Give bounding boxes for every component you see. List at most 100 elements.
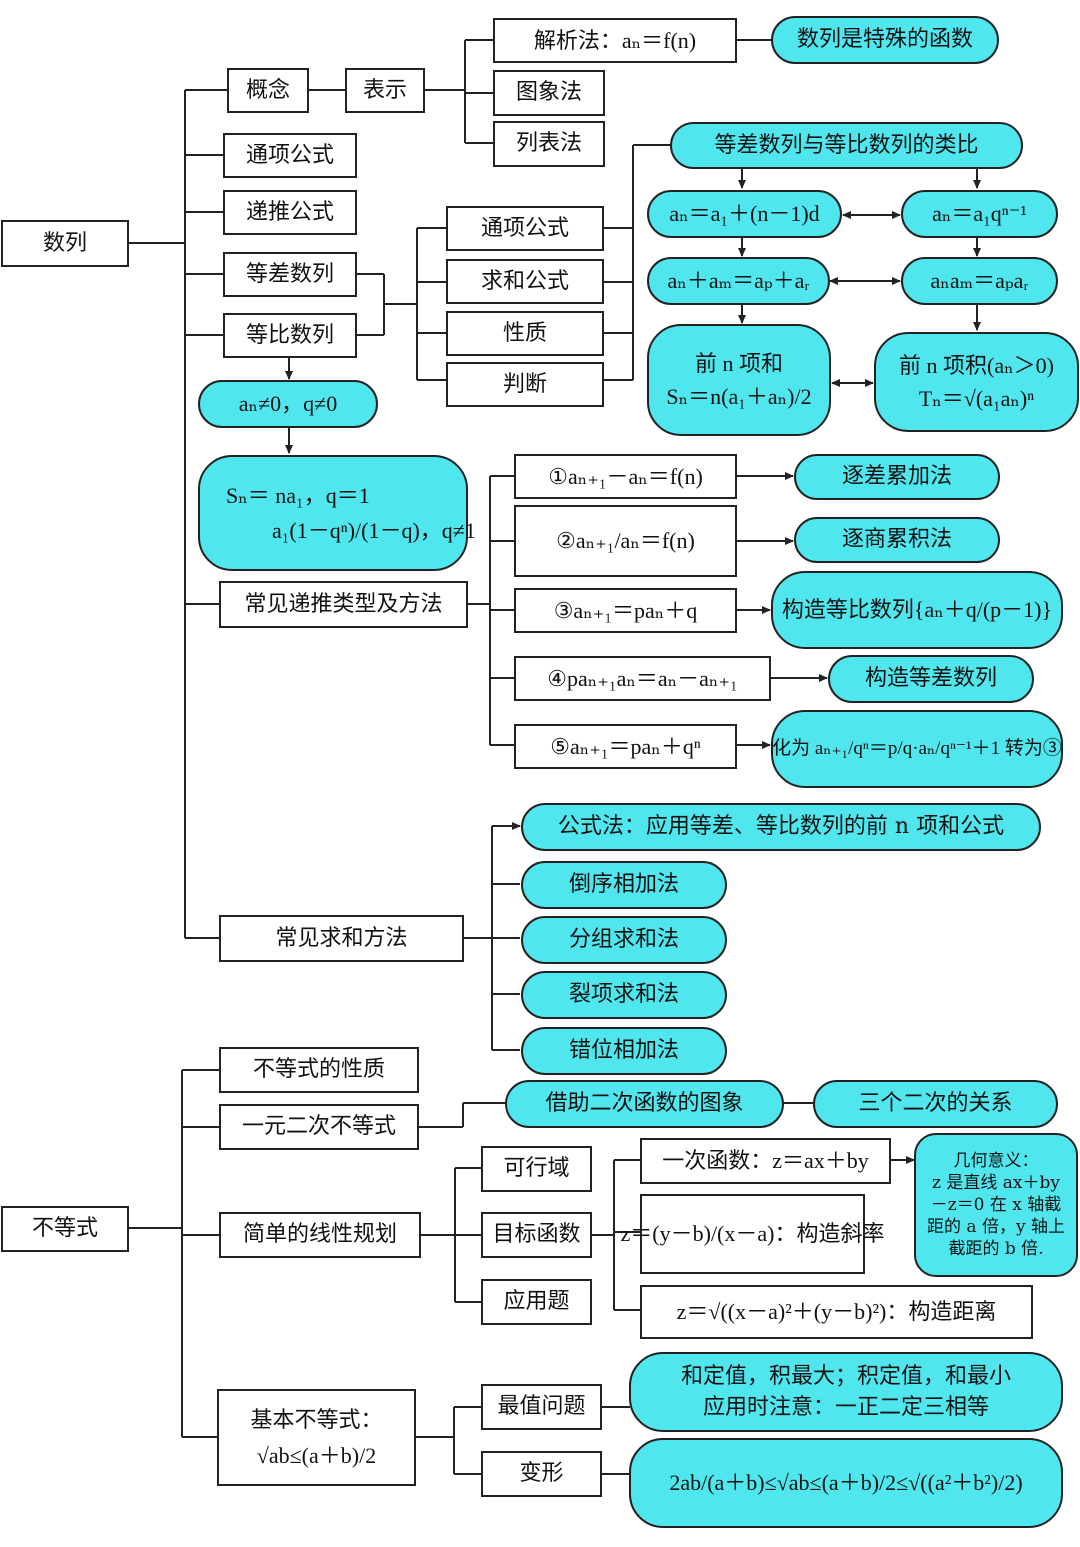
sum-method-shift: 错位相加法 bbox=[521, 1027, 727, 1075]
feasible-region-label: 可行域 bbox=[503, 1156, 570, 1182]
geometric-sequence-node: 等比数列 bbox=[223, 313, 357, 358]
analytic-method-label: 解析法：aₙ＝f(n) bbox=[533, 27, 697, 53]
quadratic-ineq-label: 一元二次不等式 bbox=[241, 1114, 396, 1140]
graph-method-label: 图象法 bbox=[515, 80, 582, 106]
geometric-meaning-body: z 是直线 ax＋by －z＝0 在 x 轴截距的 a 倍，y 轴上截距的 b … bbox=[927, 1172, 1065, 1260]
mid-property-label: 性质 bbox=[502, 320, 547, 346]
representation-node: 表示 bbox=[345, 68, 425, 113]
objective-function-label: 目标函数 bbox=[492, 1222, 581, 1248]
sum-method-reverse-label: 倒序相加法 bbox=[568, 872, 679, 898]
objective-function-node: 目标函数 bbox=[481, 1212, 592, 1258]
general-term-node: 通项公式 bbox=[223, 133, 357, 178]
geo-product-title: 前 n 项积(aₙ＞0) bbox=[899, 352, 1054, 378]
recur-method-5-label: 化为 aₙ₊₁/qⁿ＝p/q·aₙ/qⁿ⁻¹＋1 转为③ bbox=[772, 738, 1062, 760]
sum-method-group: 分组求和法 bbox=[521, 916, 727, 964]
mid-general-term-label: 通项公式 bbox=[480, 215, 569, 241]
recur-method-4: 构造等差数列 bbox=[828, 655, 1034, 703]
inequality-root: 不等式 bbox=[1, 1206, 129, 1252]
extreme-note-1: 和定值，积最大；积定值，和最小 bbox=[680, 1363, 1011, 1389]
extreme-value-node: 最值问题 bbox=[481, 1384, 602, 1430]
geometric-meaning-title: 几何意义： bbox=[953, 1150, 1039, 1171]
recur-type-2-label: ②aₙ₊₁/aₙ＝f(n) bbox=[556, 528, 695, 554]
mid-general-term-node: 通项公式 bbox=[446, 206, 604, 251]
sum-method-formula: 公式法：应用等差、等比数列的前 n 项和公式 bbox=[521, 803, 1041, 851]
mid-judge-label: 判断 bbox=[502, 371, 547, 397]
arith-sum-formula: Sₙ＝n(a₁＋aₙ)/2 bbox=[666, 384, 812, 409]
application-label: 应用题 bbox=[503, 1289, 570, 1315]
analogy-title-label: 等差数列与等比数列的类比 bbox=[714, 132, 979, 158]
recursive-formula-node: 递推公式 bbox=[223, 190, 357, 235]
ineq-properties-label: 不等式的性质 bbox=[252, 1057, 385, 1083]
basic-inequality-title: 基本不等式： bbox=[250, 1407, 383, 1433]
recur-method-1: 逐差累加法 bbox=[794, 454, 1000, 500]
basic-inequality-node: 基本不等式： √ab≤(a＋b)/2 bbox=[217, 1389, 416, 1486]
special-function-node: 数列是特殊的函数 bbox=[771, 16, 999, 64]
summation-methods-label: 常见求和方法 bbox=[275, 925, 408, 951]
quad-graph-label: 借助二次函数的图象 bbox=[545, 1091, 744, 1117]
graph-method-node: 图象法 bbox=[493, 70, 605, 116]
geo-condition-node: aₙ≠0，q≠0 bbox=[198, 380, 378, 428]
concept-label: 概念 bbox=[245, 77, 290, 103]
recur-method-4-label: 构造等差数列 bbox=[864, 666, 997, 692]
arith-general-node: aₙ＝a₁＋(n－1)d bbox=[647, 190, 842, 238]
geo-condition-label: aₙ≠0，q≠0 bbox=[238, 391, 338, 417]
arith-sum-title: 前 n 项和 bbox=[694, 350, 783, 376]
deformation-chain-label: 2ab/(a＋b)≤√ab≤(a＋b)/2≤√((a²＋b²)/2) bbox=[669, 1470, 1023, 1496]
analytic-method-node: 解析法：aₙ＝f(n) bbox=[493, 18, 737, 63]
recur-type-5-label: ⑤aₙ₊₁＝paₙ＋qⁿ bbox=[550, 733, 701, 759]
sequence-root-label: 数列 bbox=[42, 230, 87, 256]
obj-slope-label: z＝(y－b)/(x－a)：构造斜率 bbox=[620, 1221, 885, 1247]
obj-linear-label: 一次函数：z＝ax＋by bbox=[662, 1148, 869, 1174]
recursion-types-label: 常见递推类型及方法 bbox=[244, 591, 443, 617]
mid-property-node: 性质 bbox=[446, 311, 604, 356]
mid-sum-formula-label: 求和公式 bbox=[480, 268, 569, 294]
recur-type-2: ②aₙ₊₁/aₙ＝f(n) bbox=[514, 505, 737, 577]
geometric-meaning-node: 几何意义： z 是直线 ax＋by －z＝0 在 x 轴截距的 a 倍，y 轴上… bbox=[914, 1133, 1078, 1277]
obj-linear-node: 一次函数：z＝ax＋by bbox=[640, 1138, 891, 1184]
sum-method-reverse: 倒序相加法 bbox=[521, 861, 727, 909]
geo-general-label: aₙ＝a₁qⁿ⁻¹ bbox=[932, 201, 1027, 227]
summation-methods-node: 常见求和方法 bbox=[219, 915, 464, 962]
obj-distance-node: z＝√((x－a)²＋(y－b)²)：构造距离 bbox=[640, 1285, 1033, 1339]
three-quadratics-label: 三个二次的关系 bbox=[858, 1091, 1013, 1117]
feasible-region-node: 可行域 bbox=[481, 1146, 592, 1192]
recur-method-2: 逐商累积法 bbox=[794, 517, 1000, 563]
geo-sum-node: Sₙ＝ na₁，q＝1 a₁(1－qⁿ)/(1－q)，q≠1 bbox=[198, 455, 476, 571]
recur-type-4: ④paₙ₊₁aₙ＝aₙ－aₙ₊₁ bbox=[514, 656, 771, 701]
extreme-value-label: 最值问题 bbox=[497, 1394, 586, 1420]
geo-property-label: aₙaₘ＝aₚaᵣ bbox=[930, 268, 1029, 294]
recursion-types-node: 常见递推类型及方法 bbox=[219, 581, 468, 628]
application-node: 应用题 bbox=[481, 1279, 592, 1325]
geo-product-node: 前 n 项积(aₙ＞0) Tₙ＝√(a₁aₙ)ⁿ bbox=[874, 332, 1079, 432]
linear-programming-node: 简单的线性规划 bbox=[219, 1212, 421, 1258]
geo-property-node: aₙaₘ＝aₚaᵣ bbox=[901, 257, 1058, 305]
recur-type-3-label: ③aₙ₊₁＝paₙ＋q bbox=[553, 597, 698, 623]
mid-sum-formula-node: 求和公式 bbox=[446, 259, 604, 304]
extreme-notes-node: 和定值，积最大；积定值，和最小 应用时注意：一正二定三相等 bbox=[629, 1352, 1063, 1432]
recur-type-3: ③aₙ₊₁＝paₙ＋q bbox=[514, 588, 737, 633]
geo-product-formula: Tₙ＝√(a₁aₙ)ⁿ bbox=[918, 386, 1035, 411]
sum-method-split-label: 裂项求和法 bbox=[568, 982, 679, 1008]
mid-judge-node: 判断 bbox=[446, 362, 604, 407]
quad-graph-node: 借助二次函数的图象 bbox=[505, 1080, 784, 1128]
geometric-sequence-label: 等比数列 bbox=[245, 322, 334, 348]
table-method-label: 列表法 bbox=[515, 131, 582, 157]
geo-sum-case2: a₁(1－qⁿ)/(1－q)，q≠1 bbox=[272, 518, 476, 543]
analogy-title-node: 等差数列与等比数列的类比 bbox=[670, 122, 1023, 169]
geo-sum-case1: Sₙ＝ na₁，q＝1 bbox=[226, 482, 370, 508]
extreme-note-2: 应用时注意：一正二定三相等 bbox=[702, 1395, 989, 1420]
arith-sum-node: 前 n 项和 Sₙ＝n(a₁＋aₙ)/2 bbox=[647, 324, 831, 436]
recur-type-1: ①aₙ₊₁－aₙ＝f(n) bbox=[514, 454, 737, 499]
arithmetic-sequence-node: 等差数列 bbox=[223, 252, 357, 297]
obj-slope-node: z＝(y－b)/(x－a)：构造斜率 bbox=[621, 1194, 884, 1274]
sequence-root: 数列 bbox=[1, 220, 129, 267]
ineq-properties-node: 不等式的性质 bbox=[219, 1047, 419, 1093]
sum-method-shift-label: 错位相加法 bbox=[568, 1038, 679, 1064]
concept-node: 概念 bbox=[227, 68, 309, 113]
recursive-formula-label: 递推公式 bbox=[245, 199, 334, 225]
arith-general-label: aₙ＝a₁＋(n－1)d bbox=[669, 201, 820, 227]
arith-property-node: aₙ＋aₘ＝aₚ＋aᵣ bbox=[647, 257, 830, 305]
deformation-chain-node: 2ab/(a＋b)≤√ab≤(a＋b)/2≤√((a²＋b²)/2) bbox=[629, 1438, 1063, 1528]
arith-property-label: aₙ＋aₘ＝aₚ＋aᵣ bbox=[667, 268, 810, 294]
